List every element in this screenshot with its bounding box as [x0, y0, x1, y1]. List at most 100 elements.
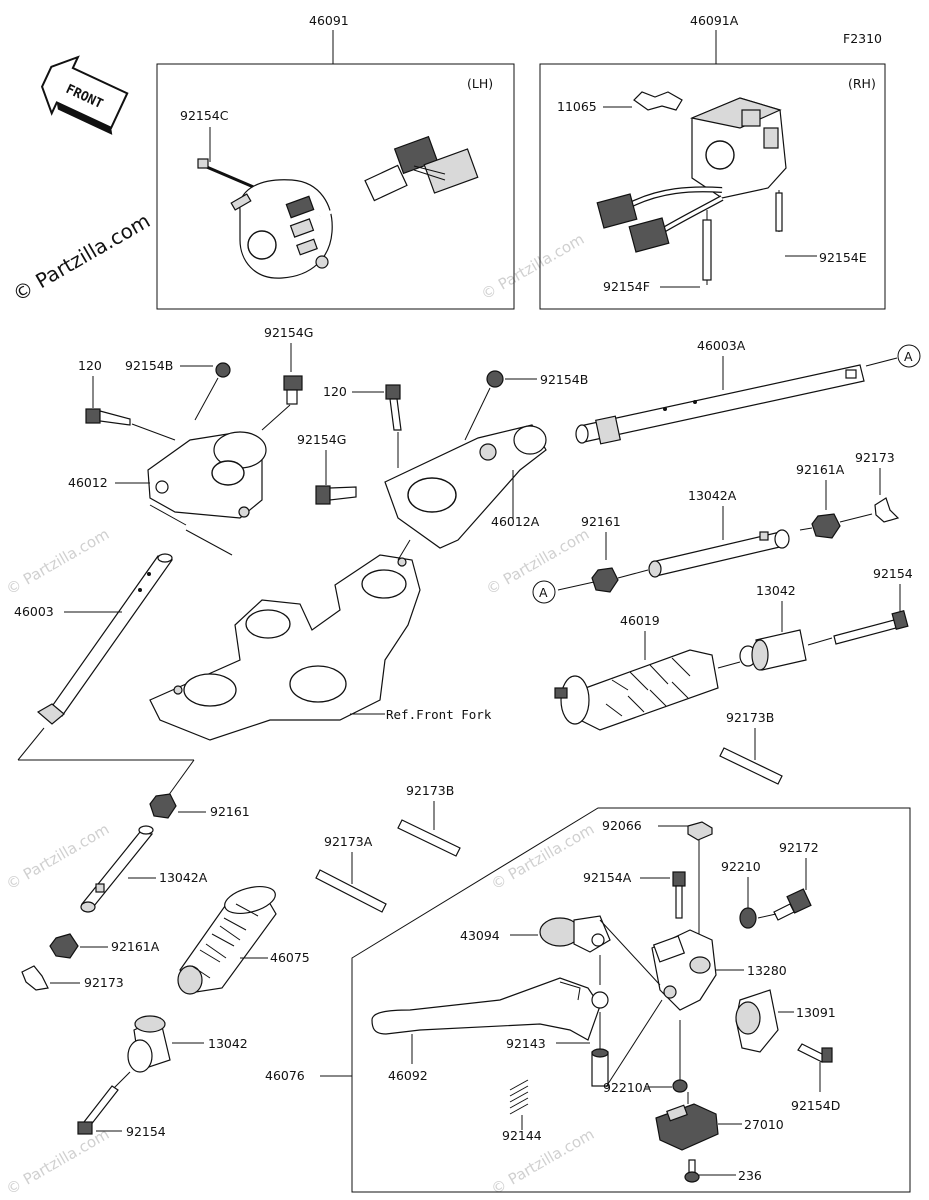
grip-46019: [554, 649, 719, 731]
clamp-46012A: [384, 424, 547, 549]
part-label: 46091: [309, 13, 349, 28]
part-label: 92154C: [180, 108, 229, 123]
part-label: 92210A: [603, 1080, 652, 1095]
part-label: 13042: [208, 1036, 248, 1051]
grip-46075: [177, 885, 277, 995]
part-label: 46012A: [491, 514, 540, 529]
nut-92161-right: [591, 567, 619, 593]
bolt-92154D: [797, 1043, 833, 1063]
callout-a: A: [539, 585, 548, 600]
handlebar-46003A: [575, 364, 865, 445]
nut-92154B-mid: [486, 370, 504, 388]
part-label: 236: [738, 1168, 762, 1183]
adjuster-43094: [539, 915, 611, 953]
triple-clamp: [149, 554, 421, 741]
part-label: 92173: [855, 450, 895, 465]
weight-13042-left: [127, 1015, 171, 1073]
part-label: 13042A: [688, 488, 737, 503]
part-label: 120: [323, 384, 347, 399]
clamp-13091: [735, 989, 779, 1053]
part-label: 92154G: [264, 325, 313, 340]
part-label: 120: [78, 358, 102, 373]
part-label: 92172: [779, 840, 819, 855]
weight-shaft-13042A-right: [648, 529, 790, 578]
part-label: 92154B: [125, 358, 173, 373]
washer-92173B-middle: [397, 819, 461, 857]
part-label: 43094: [460, 928, 500, 943]
washer-92210A: [672, 1079, 688, 1093]
part-label: 46003A: [697, 338, 746, 353]
part-label: 92161A: [111, 939, 160, 954]
part-label: 92154G: [297, 432, 346, 447]
lever-assembly-box: [351, 807, 911, 1193]
rh-switch-housing: [689, 97, 787, 199]
part-label: 92154B: [540, 372, 588, 387]
part-label: 92173: [84, 975, 124, 990]
ref-front-fork-label: Ref.Front Fork: [386, 707, 492, 722]
front-arrow-icon: FRONT: [40, 55, 129, 135]
part-label: 92161: [210, 804, 250, 819]
part-label: 92173A: [324, 834, 373, 849]
bolt-92154A: [672, 871, 686, 919]
part-label: 46076: [265, 1068, 305, 1083]
figure-code: F2310: [843, 31, 882, 46]
part-label: 92154F: [603, 279, 650, 294]
clip-92173-right: [874, 497, 900, 523]
watermark: © Partzilla.com: [478, 230, 587, 303]
watermark: © Partzilla.com: [3, 525, 112, 598]
nut-92161-left: [149, 793, 177, 819]
part-label: 92173B: [406, 783, 454, 798]
screw-92172: [773, 888, 812, 921]
part-label: 46092: [388, 1068, 428, 1083]
nut-92161A-right: [811, 513, 841, 539]
weight-13042-right: [739, 629, 807, 671]
rh-switch-box: [539, 63, 886, 310]
part-label: 92154: [126, 1124, 166, 1139]
part-label: 92173B: [726, 710, 774, 725]
part-label: 92144: [502, 1128, 542, 1143]
watermark: © Partzilla.com: [3, 1125, 112, 1198]
box-lh-tag: (LH): [467, 76, 493, 91]
washer-92210: [739, 907, 757, 929]
part-label: 92066: [602, 818, 642, 833]
lh-switch-box: [156, 63, 515, 310]
screw-236: [684, 1159, 700, 1183]
lh-wire-harness: [319, 135, 479, 218]
part-label: 92154: [873, 566, 913, 581]
part-label: 46019: [620, 613, 660, 628]
sleeve-92143: [591, 1048, 609, 1087]
bolt-92154-right: [833, 609, 909, 645]
copyright-text: © Partzilla.com: [9, 208, 155, 306]
part-label: 92143: [506, 1036, 546, 1051]
handlebar-46003: [36, 553, 173, 725]
part-label: 11065: [557, 99, 597, 114]
part-label: 92154A: [583, 870, 632, 885]
clamp-46012: [147, 431, 267, 519]
callout-a: A: [904, 349, 913, 364]
bolt-92154-left: [77, 1085, 119, 1135]
switch-27010: [655, 1103, 719, 1151]
part-label: 46091A: [690, 13, 739, 28]
part-label: 13042A: [159, 870, 208, 885]
part-label: 46012: [68, 475, 108, 490]
bolt-92154G-mid: [315, 485, 357, 505]
part-label: 13042: [756, 583, 796, 598]
bolt-120-left: [85, 408, 131, 426]
washer-92173B-right: [719, 747, 783, 785]
pin-92066: [687, 821, 713, 841]
box-rh-tag: (RH): [848, 76, 876, 91]
part-label: 92154D: [791, 1098, 840, 1113]
rh-clip: [633, 91, 683, 111]
spring-92144: [509, 1079, 529, 1115]
part-label: 27010: [744, 1117, 784, 1132]
part-label: 92154E: [819, 250, 867, 265]
washer-92173A-middle: [315, 869, 387, 913]
part-label: 46075: [270, 950, 310, 965]
part-label: 92161A: [796, 462, 845, 477]
rh-wire-harness: [596, 186, 724, 253]
watermark: © Partzilla.com: [488, 820, 597, 893]
lh-switch-housing: [197, 158, 333, 279]
part-label: 46003: [14, 604, 54, 619]
weight-shaft-13042A-left: [80, 825, 154, 913]
